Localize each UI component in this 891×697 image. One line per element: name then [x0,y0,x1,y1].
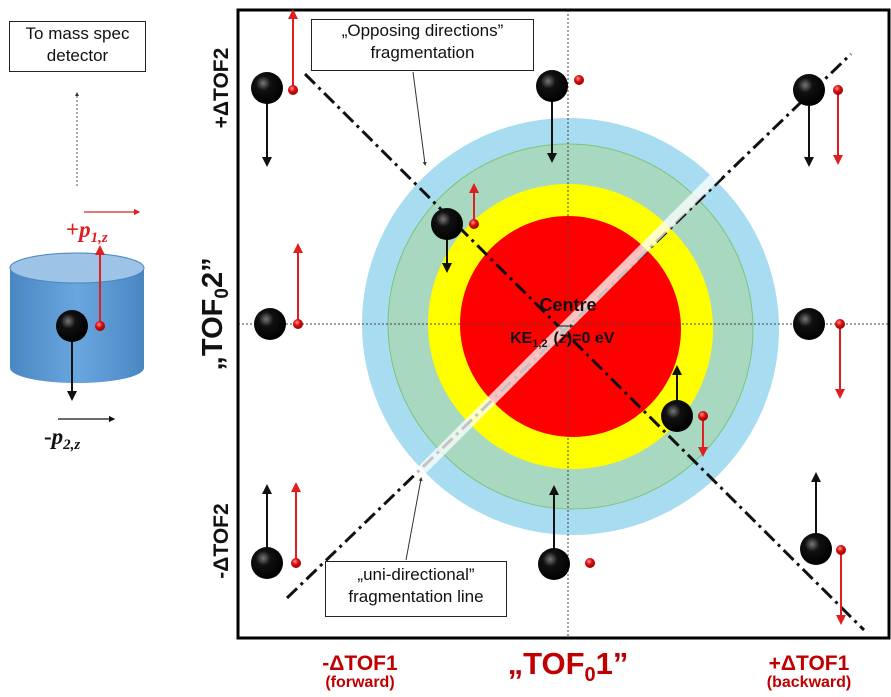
black-particle [538,548,570,580]
black-particle [661,400,693,432]
x-axis-right-line2: (backward) [766,674,852,691]
particle-pair-middle-left [254,243,303,340]
x-axis-left-line1: -ΔTOF1 [322,652,398,675]
black-particle [800,533,832,565]
particle-grid [251,9,846,625]
particle-pair-bottom-left [251,482,301,579]
red-particle [836,545,846,555]
black-particle [536,70,568,102]
opposing-callout-leader [412,71,427,166]
uni-callout-leader [405,477,423,561]
x-axis-right-label: +ΔTOF1 (backward) [744,652,874,692]
plot-border [236,8,891,640]
red-particle [698,411,708,421]
detector-box: To mass spec detector [9,21,146,72]
x-axis-title: „TOF01” [507,646,629,687]
detector-box-line2: detector [46,46,109,65]
y-axis-top-label: +ΔTOF2 [210,48,233,129]
black-particle [251,72,283,104]
particle-pair-inner-upper-left [431,183,479,273]
opposing-callout-line1: „Opposing directions” [341,21,504,40]
particle-pair-top-right [793,74,843,167]
uni-directional-callout: „uni-directional” fragmentation line [325,561,507,617]
particle-pair-top-center [536,70,584,163]
red-particle [574,75,584,85]
uni-callout-line1: „uni-directional” [357,565,475,584]
detector-box-line1: To mass spec [25,24,130,43]
red-particle [293,319,303,329]
particle-pair-middle-right [793,308,845,399]
x-axis-left-line2: (forward) [325,674,395,691]
particle-pair-top-left [251,9,298,167]
x-axis-right-line1: +ΔTOF1 [768,652,850,675]
red-particle [469,219,479,229]
red-particle [288,85,298,95]
black-particle [431,208,463,240]
momentum-p2-label: -p2,z [44,424,80,453]
plot-area: Centre KE1,2(z)=0 eV [236,8,891,640]
cylinder-black-particle [56,310,88,342]
detector-panel: +p1,z -p2,z [9,92,145,453]
momentum-p1-label: +p1,z [66,217,108,246]
centre-ke-label: KE1,2(z)=0 eV [510,330,615,350]
opposing-directions-callout: „Opposing directions” fragmentation [311,19,534,71]
red-particle [291,558,301,568]
red-particle [585,558,595,568]
cylinder-red-particle [95,321,105,331]
y-axis-title: „TOF02” [197,257,233,370]
black-particle [793,74,825,106]
x-axis-left-label: -ΔTOF1 (forward) [300,652,420,692]
y-axis-bottom-label: -ΔTOF2 [210,503,233,578]
opposing-directions-line [303,72,866,632]
black-particle [793,308,825,340]
particle-pair-bottom-right [800,472,846,625]
particle-pair-inner-lower-right [661,365,708,457]
red-particle [835,319,845,329]
particle-pair-bottom-center [538,485,595,580]
black-particle [251,547,283,579]
centre-label: Centre [539,295,596,315]
opposing-callout-line2: fragmentation [370,43,475,62]
black-particle [254,308,286,340]
red-particle [833,85,843,95]
uni-callout-line2: fragmentation line [348,587,484,606]
